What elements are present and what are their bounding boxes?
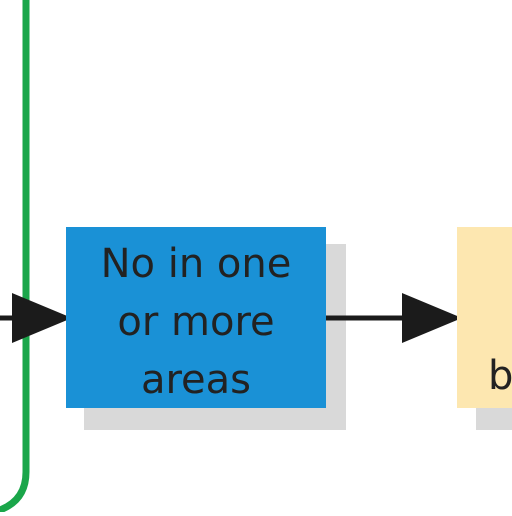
center-box-line-1: No in one — [100, 241, 292, 287]
right-box-text: b — [488, 353, 512, 399]
center-box — [66, 227, 326, 408]
right-box — [457, 227, 512, 408]
center-box-line-3: areas — [140, 357, 252, 403]
center-box-line-2: or more — [117, 299, 275, 345]
green-bracket — [0, 0, 30, 514]
